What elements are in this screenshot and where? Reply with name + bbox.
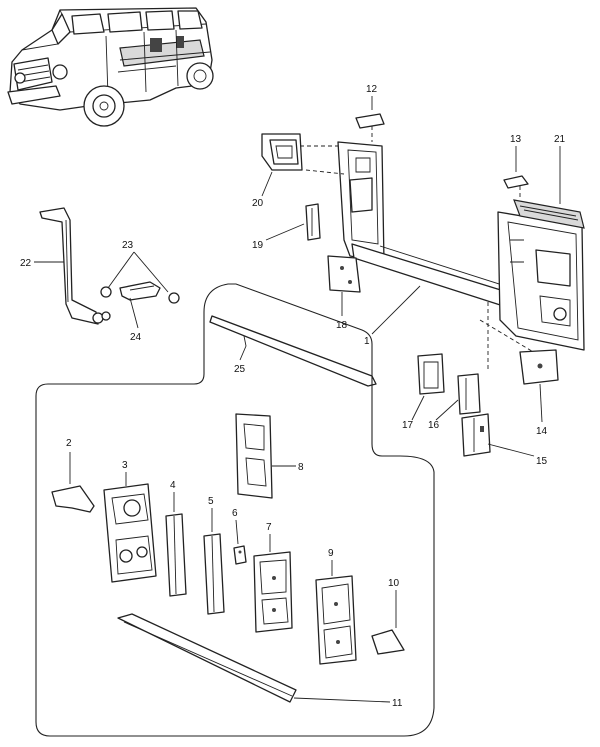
callout-20: 20	[252, 198, 264, 209]
part-22-rod	[39, 207, 111, 325]
part-6-clip	[233, 545, 247, 565]
part-10-bracket	[371, 629, 405, 655]
part-15-post	[461, 413, 491, 457]
callout-13: 13	[510, 134, 522, 145]
callout-2: 2	[66, 438, 72, 449]
part-13-plate	[503, 175, 529, 189]
part-9-panel	[315, 575, 357, 665]
callout-3: 3	[122, 460, 128, 471]
kit-group-outline	[35, 283, 435, 737]
leader-lines	[34, 96, 561, 703]
callout-8: 8	[298, 462, 304, 473]
callout-15: 15	[536, 456, 548, 467]
callout-10: 10	[388, 578, 400, 589]
callout-9: 9	[328, 548, 334, 559]
callout-7: 7	[266, 522, 272, 533]
part-19-strip	[305, 203, 321, 241]
callout-labels: 1 2 3 4 5 6 7 8 9 10 11 12 13 14 15 16 1…	[20, 84, 566, 709]
part-20-bracket	[261, 133, 303, 171]
callout-21: 21	[554, 134, 566, 145]
callout-6: 6	[232, 508, 238, 519]
callout-18: 18	[336, 320, 348, 331]
part-7-panel	[253, 551, 293, 633]
callout-16: 16	[428, 420, 440, 431]
callout-11: 11	[392, 698, 403, 709]
part-23-hose	[100, 281, 180, 304]
part-16-post	[457, 373, 481, 415]
callout-24: 24	[130, 332, 142, 343]
part-12-bracket	[355, 113, 385, 129]
callout-22: 22	[20, 258, 32, 269]
callout-19: 19	[252, 240, 264, 251]
part-8-panel	[235, 413, 273, 499]
callout-12: 12	[366, 84, 378, 95]
frame-assembly	[300, 126, 585, 370]
callout-14: 14	[536, 426, 548, 437]
callout-17: 17	[402, 420, 414, 431]
callout-5: 5	[208, 496, 214, 507]
callout-4: 4	[170, 480, 176, 491]
part-5-post	[203, 533, 225, 615]
vehicle-illustration	[7, 7, 214, 127]
part-3-panel	[103, 483, 157, 583]
callout-25: 25	[234, 364, 246, 375]
part-17-bracket	[417, 353, 445, 395]
part-18-plate	[327, 255, 361, 293]
part-4-post	[165, 513, 187, 597]
callout-1: 1	[364, 336, 370, 347]
part-11-sill	[117, 613, 297, 703]
callout-23: 23	[122, 240, 134, 251]
part-14-plate	[519, 349, 559, 385]
part-2-bracket	[51, 485, 95, 513]
